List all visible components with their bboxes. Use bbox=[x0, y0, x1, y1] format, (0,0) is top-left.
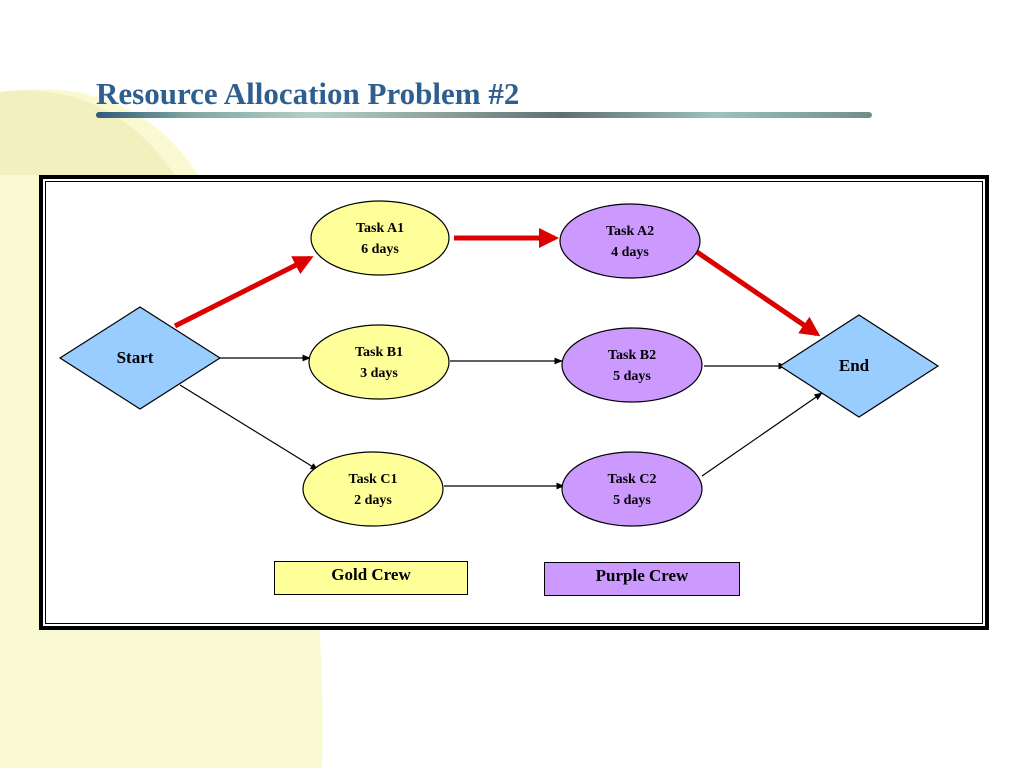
start-node: Start bbox=[58, 306, 222, 410]
dependency-arrows bbox=[173, 228, 823, 490]
task-duration-label: 2 days bbox=[354, 493, 392, 508]
task-node-c1: Task C1 2 days bbox=[302, 451, 444, 527]
task-node-a1: Task A1 6 days bbox=[310, 200, 450, 276]
dependency-arrow-start-to-c1 bbox=[179, 384, 319, 471]
task-duration-label: 6 days bbox=[361, 242, 399, 257]
task-name-label: Task B1 bbox=[355, 345, 403, 360]
task-name-label: Task A1 bbox=[356, 221, 404, 236]
task-node-b1: Task B1 3 days bbox=[308, 324, 450, 400]
task-name-label: Task C1 bbox=[349, 472, 398, 487]
task-name-label: Task A2 bbox=[606, 224, 654, 239]
slide-title: Resource Allocation Problem #2 bbox=[96, 76, 520, 111]
legend-gold-crew: Gold Crew bbox=[274, 561, 468, 595]
task-duration-label: 4 days bbox=[611, 245, 649, 260]
task-node-b2: Task B2 5 days bbox=[561, 327, 703, 403]
background-accent-shade bbox=[0, 90, 175, 175]
critical-path-arrow-start-to-a1 bbox=[173, 255, 314, 329]
start-node-label: Start bbox=[117, 348, 154, 367]
dependency-arrow-c2-to-end bbox=[701, 392, 823, 477]
task-name-label: Task C2 bbox=[608, 472, 657, 487]
diagram-frame bbox=[39, 175, 989, 630]
end-node: End bbox=[778, 314, 940, 418]
task-node-c2: Task C2 5 days bbox=[561, 451, 703, 527]
task-duration-label: 5 days bbox=[613, 369, 651, 384]
title-underline bbox=[96, 112, 872, 118]
end-node-label: End bbox=[839, 356, 870, 375]
task-duration-label: 3 days bbox=[360, 366, 398, 381]
legend-purple-crew: Purple Crew bbox=[544, 562, 740, 596]
task-duration-label: 5 days bbox=[613, 493, 651, 508]
task-node-a2: Task A2 4 days bbox=[559, 203, 701, 279]
critical-path-arrow-a2-to-end bbox=[695, 249, 821, 337]
task-name-label: Task B2 bbox=[608, 348, 656, 363]
